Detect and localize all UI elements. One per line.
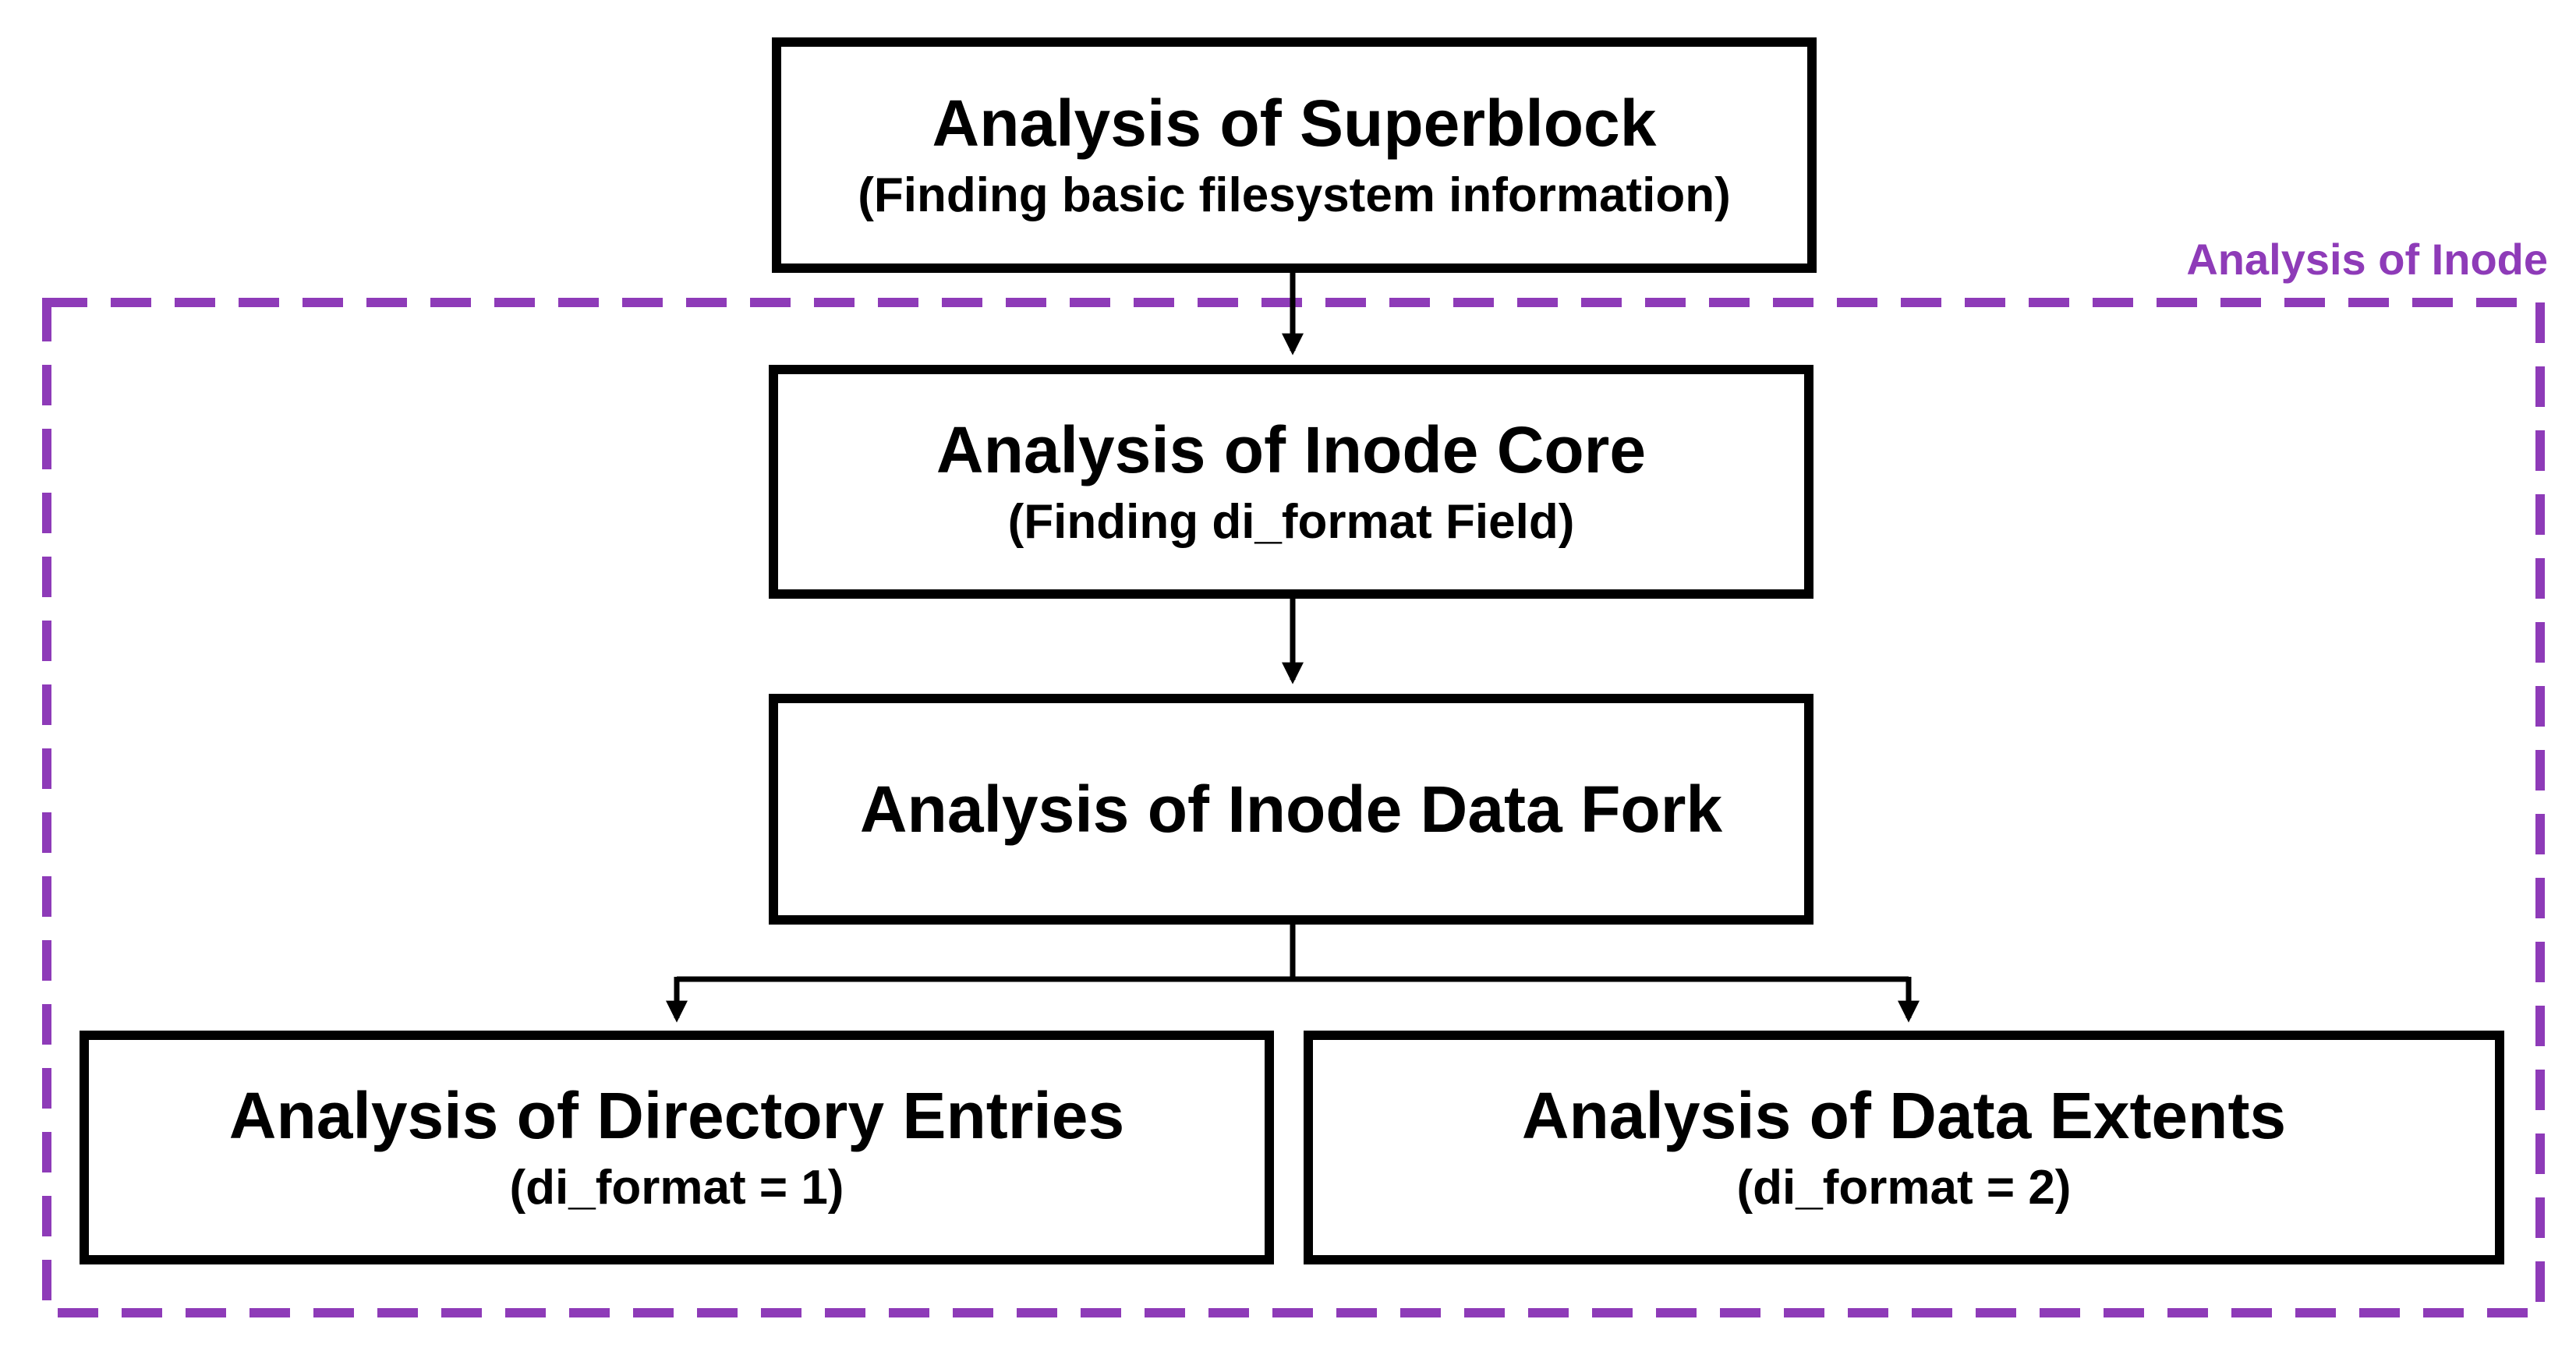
inode-data-fork-title: Analysis of Inode Data Fork: [859, 772, 1723, 846]
inode-data-fork-node: Analysis of Inode Data Fork: [769, 694, 1813, 925]
directory-entries-node: Analysis of Directory Entries (di_format…: [80, 1031, 1274, 1264]
superblock-title: Analysis of Superblock: [932, 86, 1657, 160]
superblock-node: Analysis of Superblock (Finding basic fi…: [772, 37, 1817, 273]
inode-group-label: Analysis of Inode: [2186, 235, 2548, 284]
data-extents-title: Analysis of Data Extents: [1521, 1078, 2287, 1152]
data-extents-node: Analysis of Data Extents (di_format = 2): [1304, 1031, 2504, 1264]
inode-core-title: Analysis of Inode Core: [936, 412, 1647, 486]
superblock-subtitle: (Finding basic filesystem information): [858, 168, 1731, 223]
data-extents-subtitle: (di_format = 2): [1736, 1161, 2072, 1215]
directory-entries-title: Analysis of Directory Entries: [228, 1078, 1125, 1152]
inode-core-node: Analysis of Inode Core (Finding di_forma…: [769, 365, 1813, 599]
directory-entries-subtitle: (di_format = 1): [509, 1161, 844, 1215]
inode-core-subtitle: (Finding di_format Field): [1007, 495, 1575, 550]
